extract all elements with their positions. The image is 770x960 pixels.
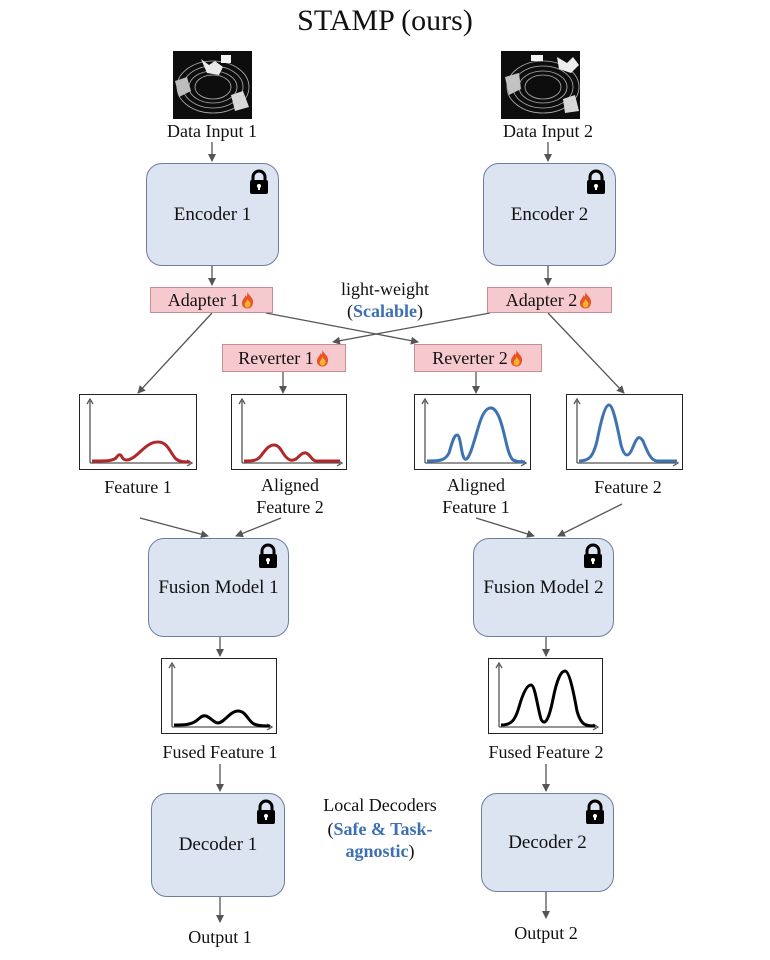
fused-feature-2-label: Fused Feature 2 — [488, 742, 604, 762]
lock-icon — [587, 169, 605, 194]
aligned-feature-1-plot — [414, 394, 531, 470]
arrow-adapter1-feature1 — [137, 312, 213, 394]
feature-2-label: Feature 2 — [594, 477, 662, 497]
arrow-aligned1-fusion2 — [475, 517, 535, 538]
encoder-2-label: Encoder 2 — [510, 203, 589, 225]
arrow-adapter2-feature2 — [547, 312, 625, 394]
reverter-1-label: Reverter 1 — [238, 347, 314, 368]
decoder-1-label: Decoder 1 — [178, 834, 258, 855]
lidar-scan-image-1 — [173, 51, 252, 119]
encoder-1-label: Encoder 1 — [173, 203, 252, 225]
safe-task-highlight: Safe & Task- — [333, 819, 433, 839]
aligned-feature-2-line1: Aligned — [261, 475, 319, 495]
arrow-adapter2-reverter1 — [332, 312, 491, 345]
feature-1-plot — [79, 394, 197, 470]
adapter-2-label: Adapter 2 — [505, 289, 578, 310]
annotation-lightweight: light-weight (Scalable) — [310, 278, 460, 322]
reverter-1-box: Reverter 1 — [222, 344, 346, 372]
arrow-adapter1-reverter2 — [265, 312, 419, 345]
fusion-model-1-box: Fusion Model 1 — [148, 538, 289, 637]
annotation-local-decoders-line1: Local Decoders — [323, 795, 437, 815]
lock-icon — [586, 799, 604, 824]
decoder-2-label: Decoder 2 — [508, 831, 587, 853]
decoder-2-box: Decoder 2 — [481, 793, 614, 892]
decoder-1-box: Decoder 1 — [151, 793, 285, 897]
output-1-label: Output 1 — [188, 927, 252, 947]
flame-icon — [242, 292, 254, 309]
aligned-feature-1-label: Aligned Feature 1 — [411, 474, 541, 518]
aligned-feature-2-line2: Feature 2 — [256, 497, 324, 517]
diagram-title: STAMP (ours) — [297, 4, 473, 37]
fused-feature-1-plot — [161, 658, 277, 734]
annotation-local-decoders-line3: agnostic) — [345, 841, 415, 861]
lock-icon — [257, 799, 275, 824]
annotation-lightweight-line2: (Scalable) — [346, 301, 423, 321]
encoder-2-box: Encoder 2 — [483, 163, 616, 266]
aligned-feature-1-line1: Aligned — [447, 475, 505, 495]
aligned-feature-2-label: Aligned Feature 2 — [225, 474, 355, 518]
adapter-2-box: Adapter 2 — [487, 287, 612, 313]
output-2-label: Output 2 — [514, 923, 578, 943]
encoder-1-box: Encoder 1 — [146, 163, 279, 266]
lock-icon — [259, 543, 277, 568]
fusion-model-2-label: Fusion Model 2 — [483, 576, 604, 598]
lock-icon — [250, 169, 268, 194]
fusion-model-2-box: Fusion Model 2 — [473, 538, 614, 637]
data-input-2-label: Data Input 2 — [503, 121, 593, 141]
lock-icon — [584, 543, 602, 568]
data-input-1-label: Data Input 1 — [167, 121, 257, 141]
annotation-local-decoders: Local Decoders (Safe & Task- agnostic) — [300, 794, 460, 862]
aligned-feature-1-line2: Feature 1 — [442, 497, 510, 517]
flame-icon — [510, 350, 522, 367]
adapter-1-box: Adapter 1 — [150, 287, 273, 313]
reverter-2-label: Reverter 2 — [432, 347, 508, 368]
arrow-aligned2-fusion1 — [235, 517, 282, 538]
arrow-feature2-fusion2 — [557, 503, 623, 537]
flame-icon — [580, 292, 592, 309]
fusion-model-1-label: Fusion Model 1 — [158, 576, 279, 598]
annotation-lightweight-line1: light-weight — [341, 279, 429, 299]
feature-2-plot — [566, 394, 683, 470]
arrow-feature1-fusion1 — [139, 517, 209, 539]
adapter-1-label: Adapter 1 — [167, 289, 240, 310]
annotation-local-decoders-line2: (Safe & Task- — [327, 819, 433, 839]
flame-icon — [316, 350, 328, 367]
scalable-highlight: Scalable — [352, 301, 417, 321]
reverter-2-box: Reverter 2 — [414, 344, 542, 372]
agnostic-highlight: agnostic — [345, 841, 409, 861]
fused-feature-2-plot — [488, 658, 603, 734]
fused-feature-1-label: Fused Feature 1 — [162, 742, 278, 762]
aligned-feature-2-plot — [231, 394, 347, 470]
feature-1-label: Feature 1 — [104, 477, 172, 497]
lidar-scan-image-2 — [501, 51, 580, 119]
